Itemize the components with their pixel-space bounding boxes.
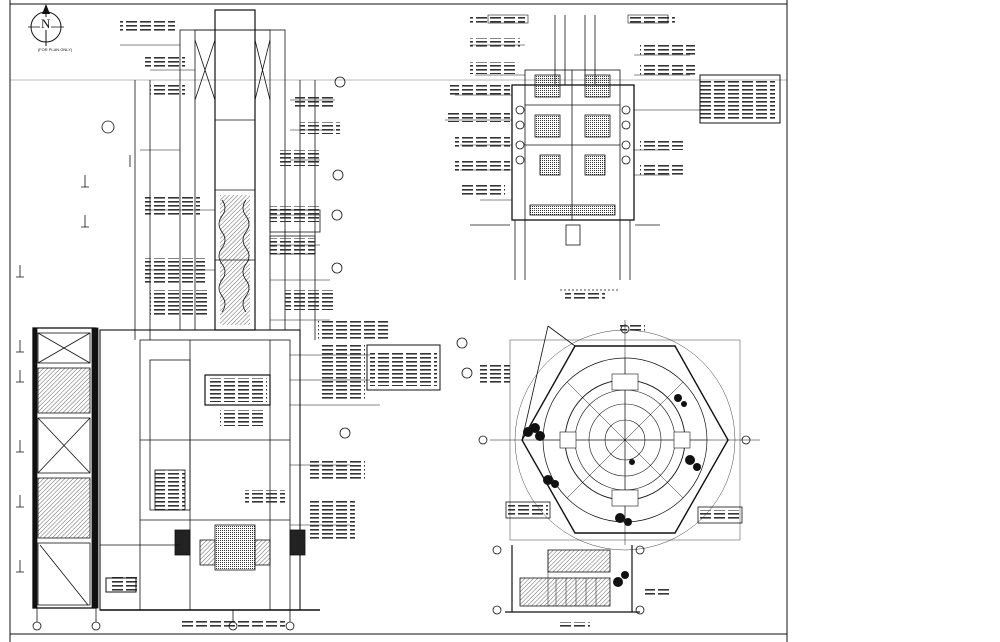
- elevation-section: [16, 9, 473, 631]
- plan-top: [445, 14, 781, 299]
- sheet-border: [9, 0, 788, 642]
- hexagon-plan: [478, 320, 760, 587]
- stair-detail: [492, 545, 670, 628]
- north-arrow-caption: (FOR PLAN ONLY): [37, 47, 73, 52]
- north-arrow-label: N: [40, 16, 52, 31]
